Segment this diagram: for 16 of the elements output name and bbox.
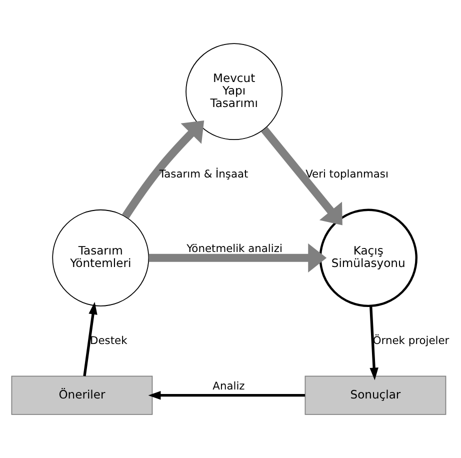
arrow [261,126,342,226]
arrow [370,306,378,380]
node-circle: Tasarım Yöntemleri [52,209,150,306]
node-box: Sonuçlar [304,376,446,415]
arrow [148,243,327,272]
node-box: Öneriler [11,376,153,415]
edge-label: Yönetmelik analizi [186,242,282,256]
edge-label: Veri toplanması [306,168,388,181]
arrow [122,120,204,219]
edge-label: Analiz [212,380,245,393]
node-circle: Kaçış Simülasyonu [319,208,418,308]
edge-label: Destek [90,334,128,347]
node-circle: Mevcut Yapı Tasarımı [186,43,283,140]
edge-label: Tasarım & İnşaat [159,168,248,181]
arrow [83,302,98,376]
arrow [148,390,305,400]
